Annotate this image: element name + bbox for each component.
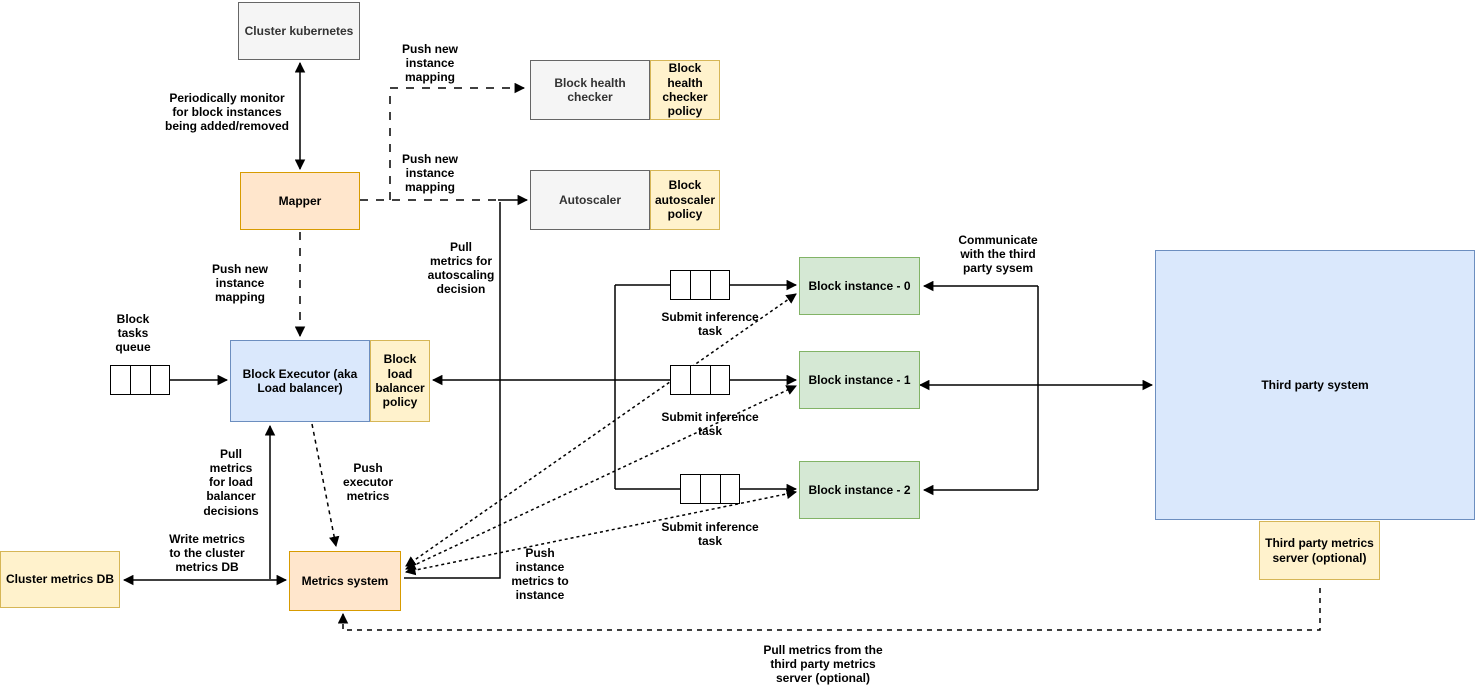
queue-cell [700, 475, 719, 503]
queue-cell [709, 271, 729, 299]
label-submit-inference-task-0: Submit inference task [661, 310, 759, 339]
label-submit-inference-task-1: Submit inference task [661, 410, 759, 439]
queue-cell [111, 366, 130, 394]
node-block-health-checker: Block health checker [530, 60, 650, 120]
block-tasks-queue-shape [110, 365, 170, 395]
queue-cell [709, 366, 729, 394]
node-block-autoscaler-policy: Block autoscaler policy [650, 170, 720, 230]
label-block-tasks-queue: Block tasks queue [115, 312, 151, 355]
node-cluster-metrics-db: Cluster metrics DB [0, 551, 120, 608]
queue-cell [681, 475, 700, 503]
label-pull-metrics-third-party: Pull metrics from the third party metric… [763, 643, 883, 686]
edge-executor-metrics [311, 423, 340, 548]
queue-cell [671, 366, 690, 394]
label-push-executor-metrics: Push executor metrics [342, 461, 394, 504]
label-submit-inference-task-2: Submit inference task [661, 520, 759, 549]
label-push-new-instance-mapping-top: Push new instance mapping [401, 42, 459, 85]
instance-0-queue-shape [670, 270, 730, 300]
instance-2-queue-shape [680, 474, 740, 504]
queue-cell [690, 366, 709, 394]
node-third-party-system: Third party system [1155, 250, 1475, 520]
queue-cell [719, 475, 739, 503]
node-block-health-checker-policy: Block health checker policy [650, 60, 720, 120]
label-communicate-third-party: Communicate with the third party sysem [958, 233, 1038, 276]
node-block-instance-1: Block instance - 1 [799, 351, 920, 409]
label-push-instance-metrics: Push instance metrics to instance [511, 546, 569, 603]
edge-thirdpartymetrics-metrics [337, 583, 1321, 631]
node-autoscaler: Autoscaler [530, 170, 650, 230]
queue-cell [130, 366, 149, 394]
node-mapper: Mapper [240, 172, 360, 230]
label-periodically-monitor: Periodically monitor for block instances… [164, 91, 290, 134]
label-pull-metrics-load-balancer: Pull metrics for load balancer decisions [203, 447, 259, 518]
label-push-new-instance-mapping-mid: Push new instance mapping [401, 152, 459, 195]
node-cluster-kubernetes: Cluster kubernetes [238, 2, 360, 60]
node-block-executor: Block Executor (aka Load balancer) [230, 340, 370, 422]
instance-1-queue-shape [670, 365, 730, 395]
label-pull-metrics-autoscaling: Pull metrics for autoscaling decision [427, 240, 495, 297]
queue-cell [671, 271, 690, 299]
queue-cell [690, 271, 709, 299]
node-block-load-balancer-policy: Block load balancer policy [370, 340, 430, 422]
node-block-instance-0: Block instance - 0 [799, 257, 920, 315]
node-block-instance-2: Block instance - 2 [799, 461, 920, 519]
node-metrics-system: Metrics system [289, 551, 401, 611]
label-push-new-instance-mapping-mapper: Push new instance mapping [211, 262, 269, 305]
queue-cell [149, 366, 169, 394]
node-third-party-metrics-server: Third party metrics server (optional) [1259, 521, 1380, 580]
label-write-metrics-db: Write metrics to the cluster metrics DB [169, 532, 245, 575]
